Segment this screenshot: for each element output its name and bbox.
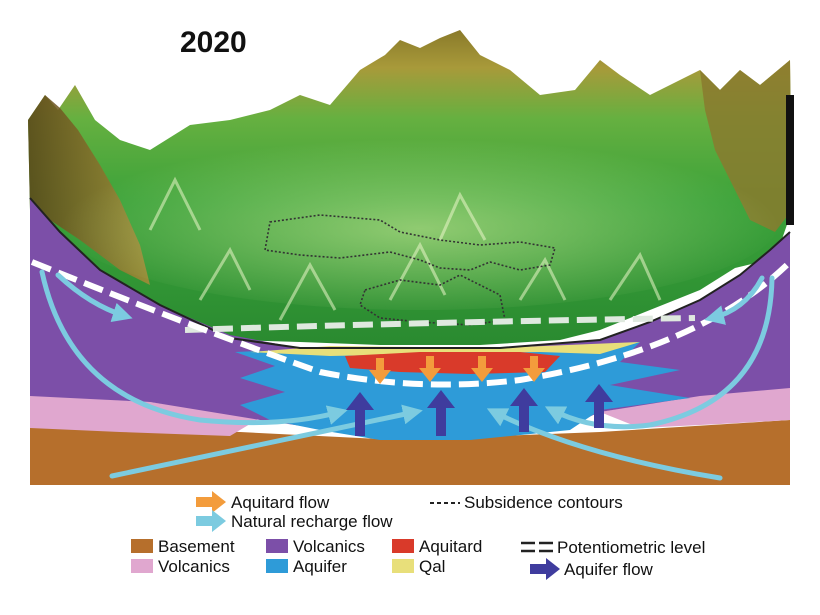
right-mountain — [700, 60, 792, 232]
recharge-arrow-1 — [55, 272, 133, 322]
right-edge — [786, 95, 794, 225]
legend-qal-label: Qal — [419, 557, 445, 576]
legend-aquitard-label: Aquitard — [419, 537, 482, 556]
legend-aquifer-swatch — [266, 559, 288, 573]
legend-qal-swatch — [392, 559, 414, 573]
legend-subsidence-label: Subsidence contours — [464, 493, 623, 512]
legend-aquitard-swatch — [392, 539, 414, 553]
legend-aquifer-flow-icon — [530, 558, 560, 580]
volcanics-pink-left — [30, 395, 260, 436]
recharge-arrow-4 — [704, 275, 765, 325]
legend-aquitard-flow-icon — [196, 491, 226, 513]
potentiometric-level-lower — [30, 259, 793, 388]
legend-potentiometric-label: Potentiometric level — [557, 538, 705, 557]
subsidence-contour-upper — [264, 214, 557, 271]
subsidence-contours — [264, 214, 557, 326]
aquifer-arrow-4 — [585, 384, 613, 428]
aquifer-flow-arrows — [346, 384, 613, 436]
aquitard-arrow-1 — [369, 358, 391, 384]
basement-layer — [30, 420, 790, 485]
ground-surface-line — [29, 197, 791, 349]
legend-basement-swatch — [131, 539, 153, 553]
legend-recharge-flow-icon — [196, 510, 226, 532]
ridges — [148, 176, 662, 321]
subsidence-contour-lower — [359, 274, 506, 326]
aquitard-arrow-4 — [523, 356, 545, 382]
aquitard-arrow-3 — [471, 356, 493, 382]
aquifer-arrow-2 — [427, 390, 455, 436]
legend: Aquitard flow Natural recharge flow Subs… — [131, 491, 705, 580]
aquitard-arrow-2 — [419, 356, 441, 382]
cross-section — [29, 197, 791, 485]
legend-aquifer-label: Aquifer — [293, 557, 347, 576]
legend-volcanics-purple-swatch — [266, 539, 288, 553]
recharge-arrow-3 — [109, 404, 423, 479]
aquifer-arrow-1 — [346, 392, 374, 436]
legend-volcanics-purple-label: Volcanics — [293, 537, 365, 556]
recharge-arrow-5 — [544, 275, 775, 430]
aquifer-arrow-3 — [510, 388, 538, 432]
recharge-flow-arrows — [39, 269, 775, 481]
legend-basement-label: Basement — [158, 537, 235, 556]
terrain-haze — [60, 130, 780, 310]
legend-recharge-flow-label: Natural recharge flow — [231, 512, 393, 531]
recharge-arrow-2 — [39, 269, 348, 426]
potentiometric-level-upper — [184, 315, 696, 333]
legend-aquifer-flow-label: Aquifer flow — [564, 560, 654, 579]
potentiometric-levels — [30, 259, 793, 388]
legend-volcanics-pink-swatch — [131, 559, 153, 573]
aquitard-layer — [345, 352, 560, 374]
terrain-relief — [28, 30, 794, 345]
legend-aquitard-flow-label: Aquitard flow — [231, 493, 330, 512]
recharge-arrow-6 — [486, 408, 723, 481]
aquitard-flow-arrows — [369, 356, 545, 384]
volcanics-pink-right — [600, 385, 790, 428]
year-title: 2020 — [180, 26, 247, 59]
legend-potentiometric-icon — [521, 541, 553, 553]
legend-volcanics-pink-label: Volcanics — [158, 557, 230, 576]
